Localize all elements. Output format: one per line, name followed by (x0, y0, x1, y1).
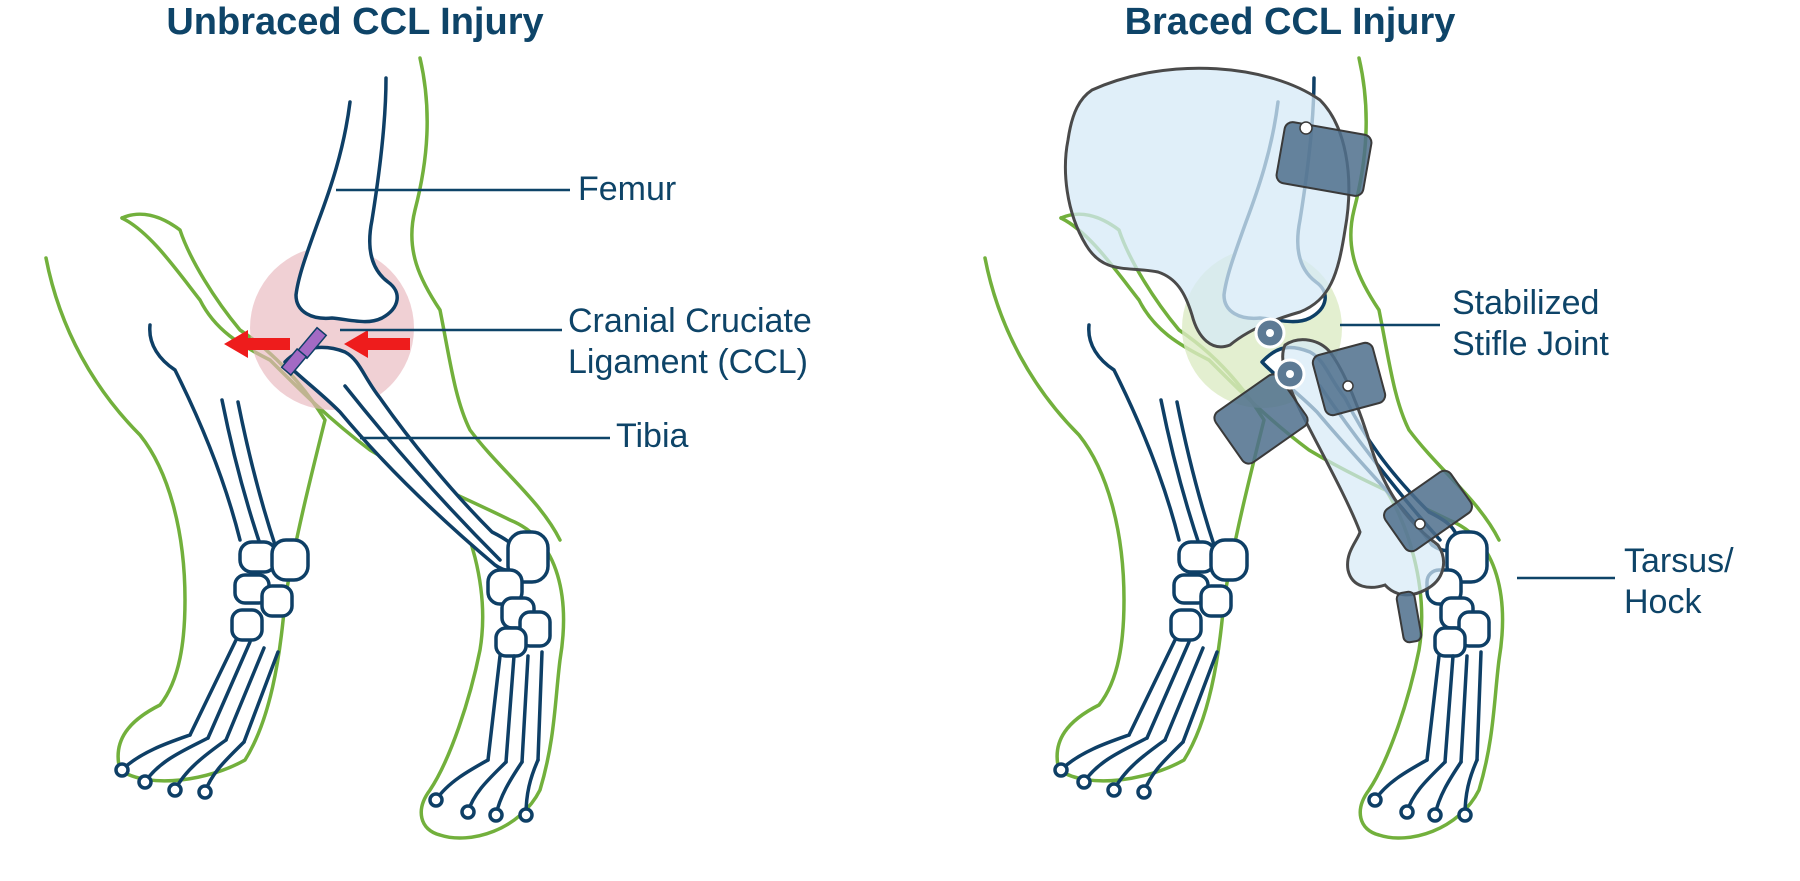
hinge-icon (1254, 121, 1426, 530)
far-paw-bones (114, 733, 246, 800)
femur-label: Femur (578, 170, 676, 208)
tibia-label: Tibia (616, 417, 689, 455)
near-tarsus-bones (486, 530, 552, 658)
far-metatarsal-bones (188, 638, 280, 744)
brace-upper-strap (1275, 121, 1373, 197)
torn-ligament-icon (280, 326, 328, 377)
near-metatarsal-bones (486, 650, 544, 764)
far-tibia-bone (148, 323, 242, 542)
braced-panel: Braced CCL Injury (983, 1, 1734, 840)
stifle-label-line2: Stifle Joint (1452, 325, 1609, 363)
braced-far-leg-fur-outline (983, 212, 1266, 783)
red-arrow-icon (224, 330, 410, 358)
thigh-fur-outline (410, 56, 562, 542)
near-paw-bones (428, 758, 540, 823)
brace-lower-strap (1383, 469, 1473, 553)
fibula-bone (343, 384, 502, 562)
braced-near-paw-bones (1367, 758, 1479, 823)
far-fibula-bone (220, 398, 278, 552)
brace-thigh-shell (1063, 66, 1351, 349)
ccl-label-line1: Cranial Cruciate (568, 302, 812, 340)
tarsus-label-line2: Hock (1624, 583, 1702, 621)
braced-far-metatarsal-bones (1127, 638, 1219, 744)
ccl-label-line2: Ligament (CCL) (568, 343, 808, 381)
stifle-label-line1: Stabilized (1452, 284, 1599, 322)
braced-far-fibula-bone (1159, 398, 1217, 552)
braced-far-tibia-bone (1087, 323, 1181, 542)
braced-far-paw-bones (1053, 733, 1185, 800)
tarsus-label-line1: Tarsus/ (1624, 542, 1734, 580)
braced-near-metatarsal-bones (1425, 650, 1483, 764)
unbraced-panel: Unbraced CCL Injury (44, 1, 812, 840)
brace-mid-strap-right (1311, 341, 1387, 417)
braced-near-tarsus-bones (1425, 530, 1491, 658)
far-leg-fur-outline (44, 212, 327, 783)
braced-title: Braced CCL Injury (1125, 1, 1456, 43)
femur-bone (294, 76, 399, 324)
brace-mid-strap-left (1213, 373, 1309, 465)
far-tarsus-bones (230, 538, 310, 642)
braced-far-tarsus-bones (1169, 538, 1249, 642)
unbraced-title: Unbraced CCL Injury (166, 1, 543, 43)
tibia-bone (283, 345, 522, 573)
brace-tail-strap (1395, 590, 1423, 644)
knee-brace (1063, 66, 1473, 644)
